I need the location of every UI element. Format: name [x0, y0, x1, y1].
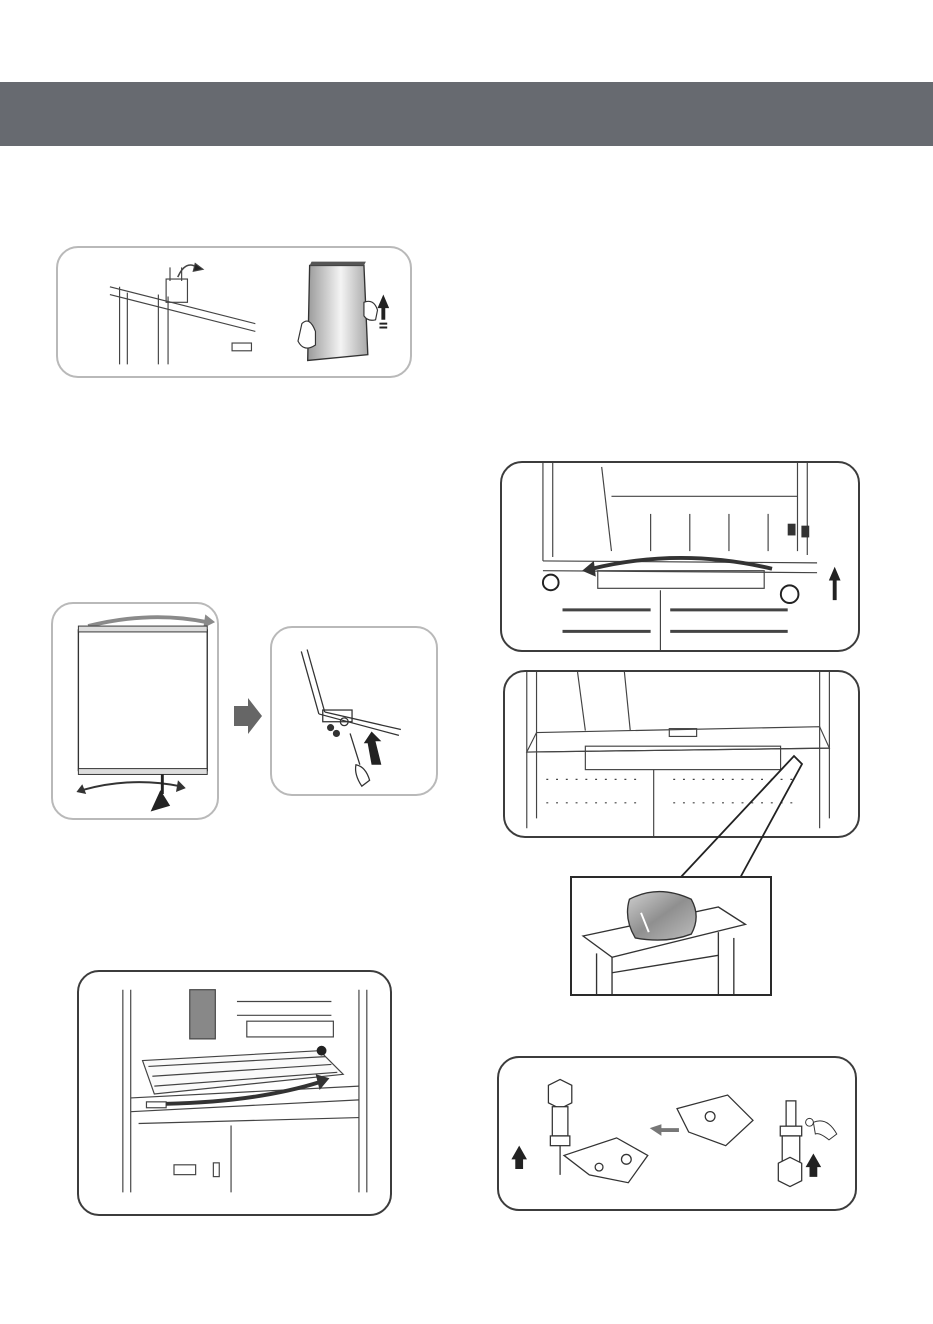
bag-on-table-illustration [572, 878, 770, 994]
hinge-detail-figure [270, 626, 438, 796]
header-bar [0, 82, 933, 146]
callout-pointer [570, 740, 810, 880]
door-lift-figure [56, 246, 412, 378]
accessory-bag-zoom [570, 876, 772, 996]
door-hinge-swap-figure [51, 602, 219, 820]
right-arrow-icon [234, 698, 262, 734]
shelf-slide-illustration [79, 972, 390, 1214]
door-lift-illustration [58, 248, 410, 376]
cabinet-top-hinge-figure [500, 461, 860, 652]
door-rotate-illustration [53, 604, 217, 818]
hinge-pin-swap-figure [497, 1056, 857, 1211]
hinge-detail-illustration [272, 628, 436, 794]
shelf-slide-figure [77, 970, 392, 1216]
cabinet-top-illustration [502, 463, 858, 650]
hinge-pin-illustration [499, 1058, 855, 1209]
